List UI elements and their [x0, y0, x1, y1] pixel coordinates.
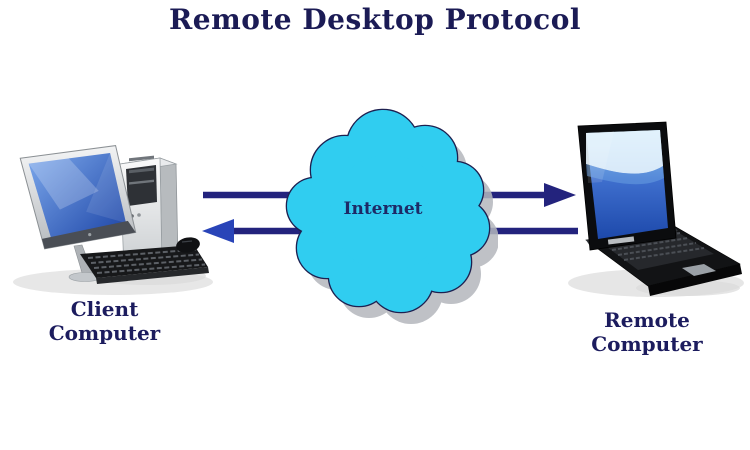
mouse [176, 237, 200, 253]
page-title: Remote Desktop Protocol [168, 3, 582, 36]
touchpad [682, 264, 716, 276]
laptop-screen [577, 121, 677, 251]
keyboard [80, 245, 209, 284]
monitor [19, 145, 137, 250]
internet-node-label: Internet [343, 199, 423, 219]
tower-case [119, 155, 179, 271]
remote-node-label: Remote Computer [591, 308, 703, 356]
desktop-computer-icon [13, 145, 213, 295]
cloud-icon [285, 108, 498, 324]
laptop-icon [568, 121, 744, 297]
client-node-label: Client Computer [48, 297, 161, 345]
